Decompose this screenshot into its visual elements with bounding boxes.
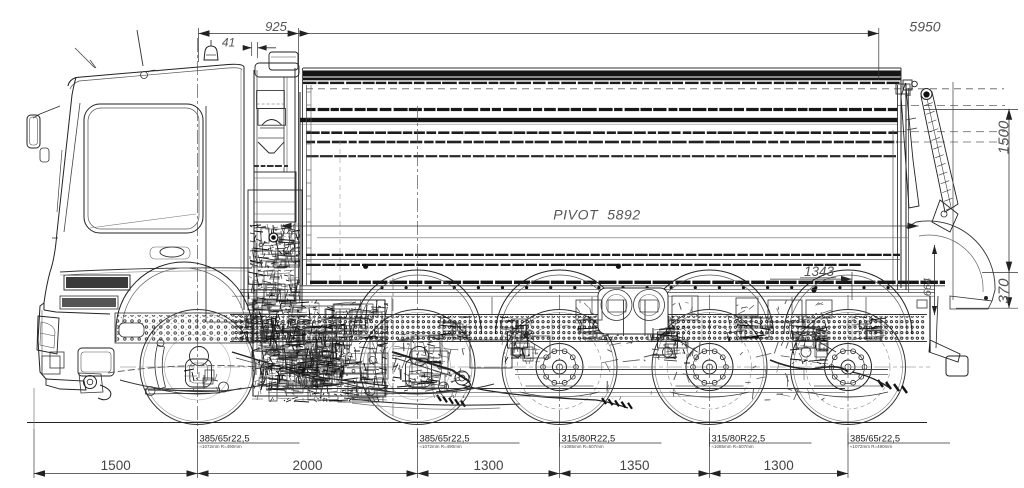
svg-text:5950: 5950	[909, 19, 940, 35]
svg-text:370: 370	[996, 278, 1013, 304]
svg-text:385/65r22,5: 385/65r22,5	[420, 433, 470, 444]
svg-text:2000: 2000	[292, 458, 322, 473]
svg-text:315/80R22,5: 315/80R22,5	[712, 433, 766, 444]
svg-text:≈1072mm R=490mm: ≈1072mm R=490mm	[200, 444, 242, 449]
svg-text:1500: 1500	[101, 458, 131, 473]
svg-text:664: 664	[922, 278, 934, 296]
svg-text:1300: 1300	[764, 458, 794, 473]
svg-text:≈1072mm R=490mm: ≈1072mm R=490mm	[850, 444, 892, 449]
svg-text:385/65r22,5: 385/65r22,5	[850, 433, 900, 444]
svg-text:≈1085mm R=507mm: ≈1085mm R=507mm	[712, 444, 754, 449]
svg-text:315/80R22,5: 315/80R22,5	[562, 433, 616, 444]
svg-text:1500: 1500	[996, 120, 1013, 154]
svg-text:PIVOT 5892: PIVOT 5892	[553, 207, 641, 223]
svg-text:385/65r22,5: 385/65r22,5	[200, 433, 250, 444]
svg-text:1350: 1350	[619, 458, 649, 473]
svg-text:41: 41	[222, 36, 235, 50]
svg-text:1343: 1343	[804, 264, 835, 279]
svg-text:925: 925	[265, 19, 287, 34]
svg-text:≈1085mm R=507mm: ≈1085mm R=507mm	[562, 444, 604, 449]
svg-text:1300: 1300	[473, 458, 503, 473]
svg-text:≈1072mm R=490mm: ≈1072mm R=490mm	[420, 444, 462, 449]
